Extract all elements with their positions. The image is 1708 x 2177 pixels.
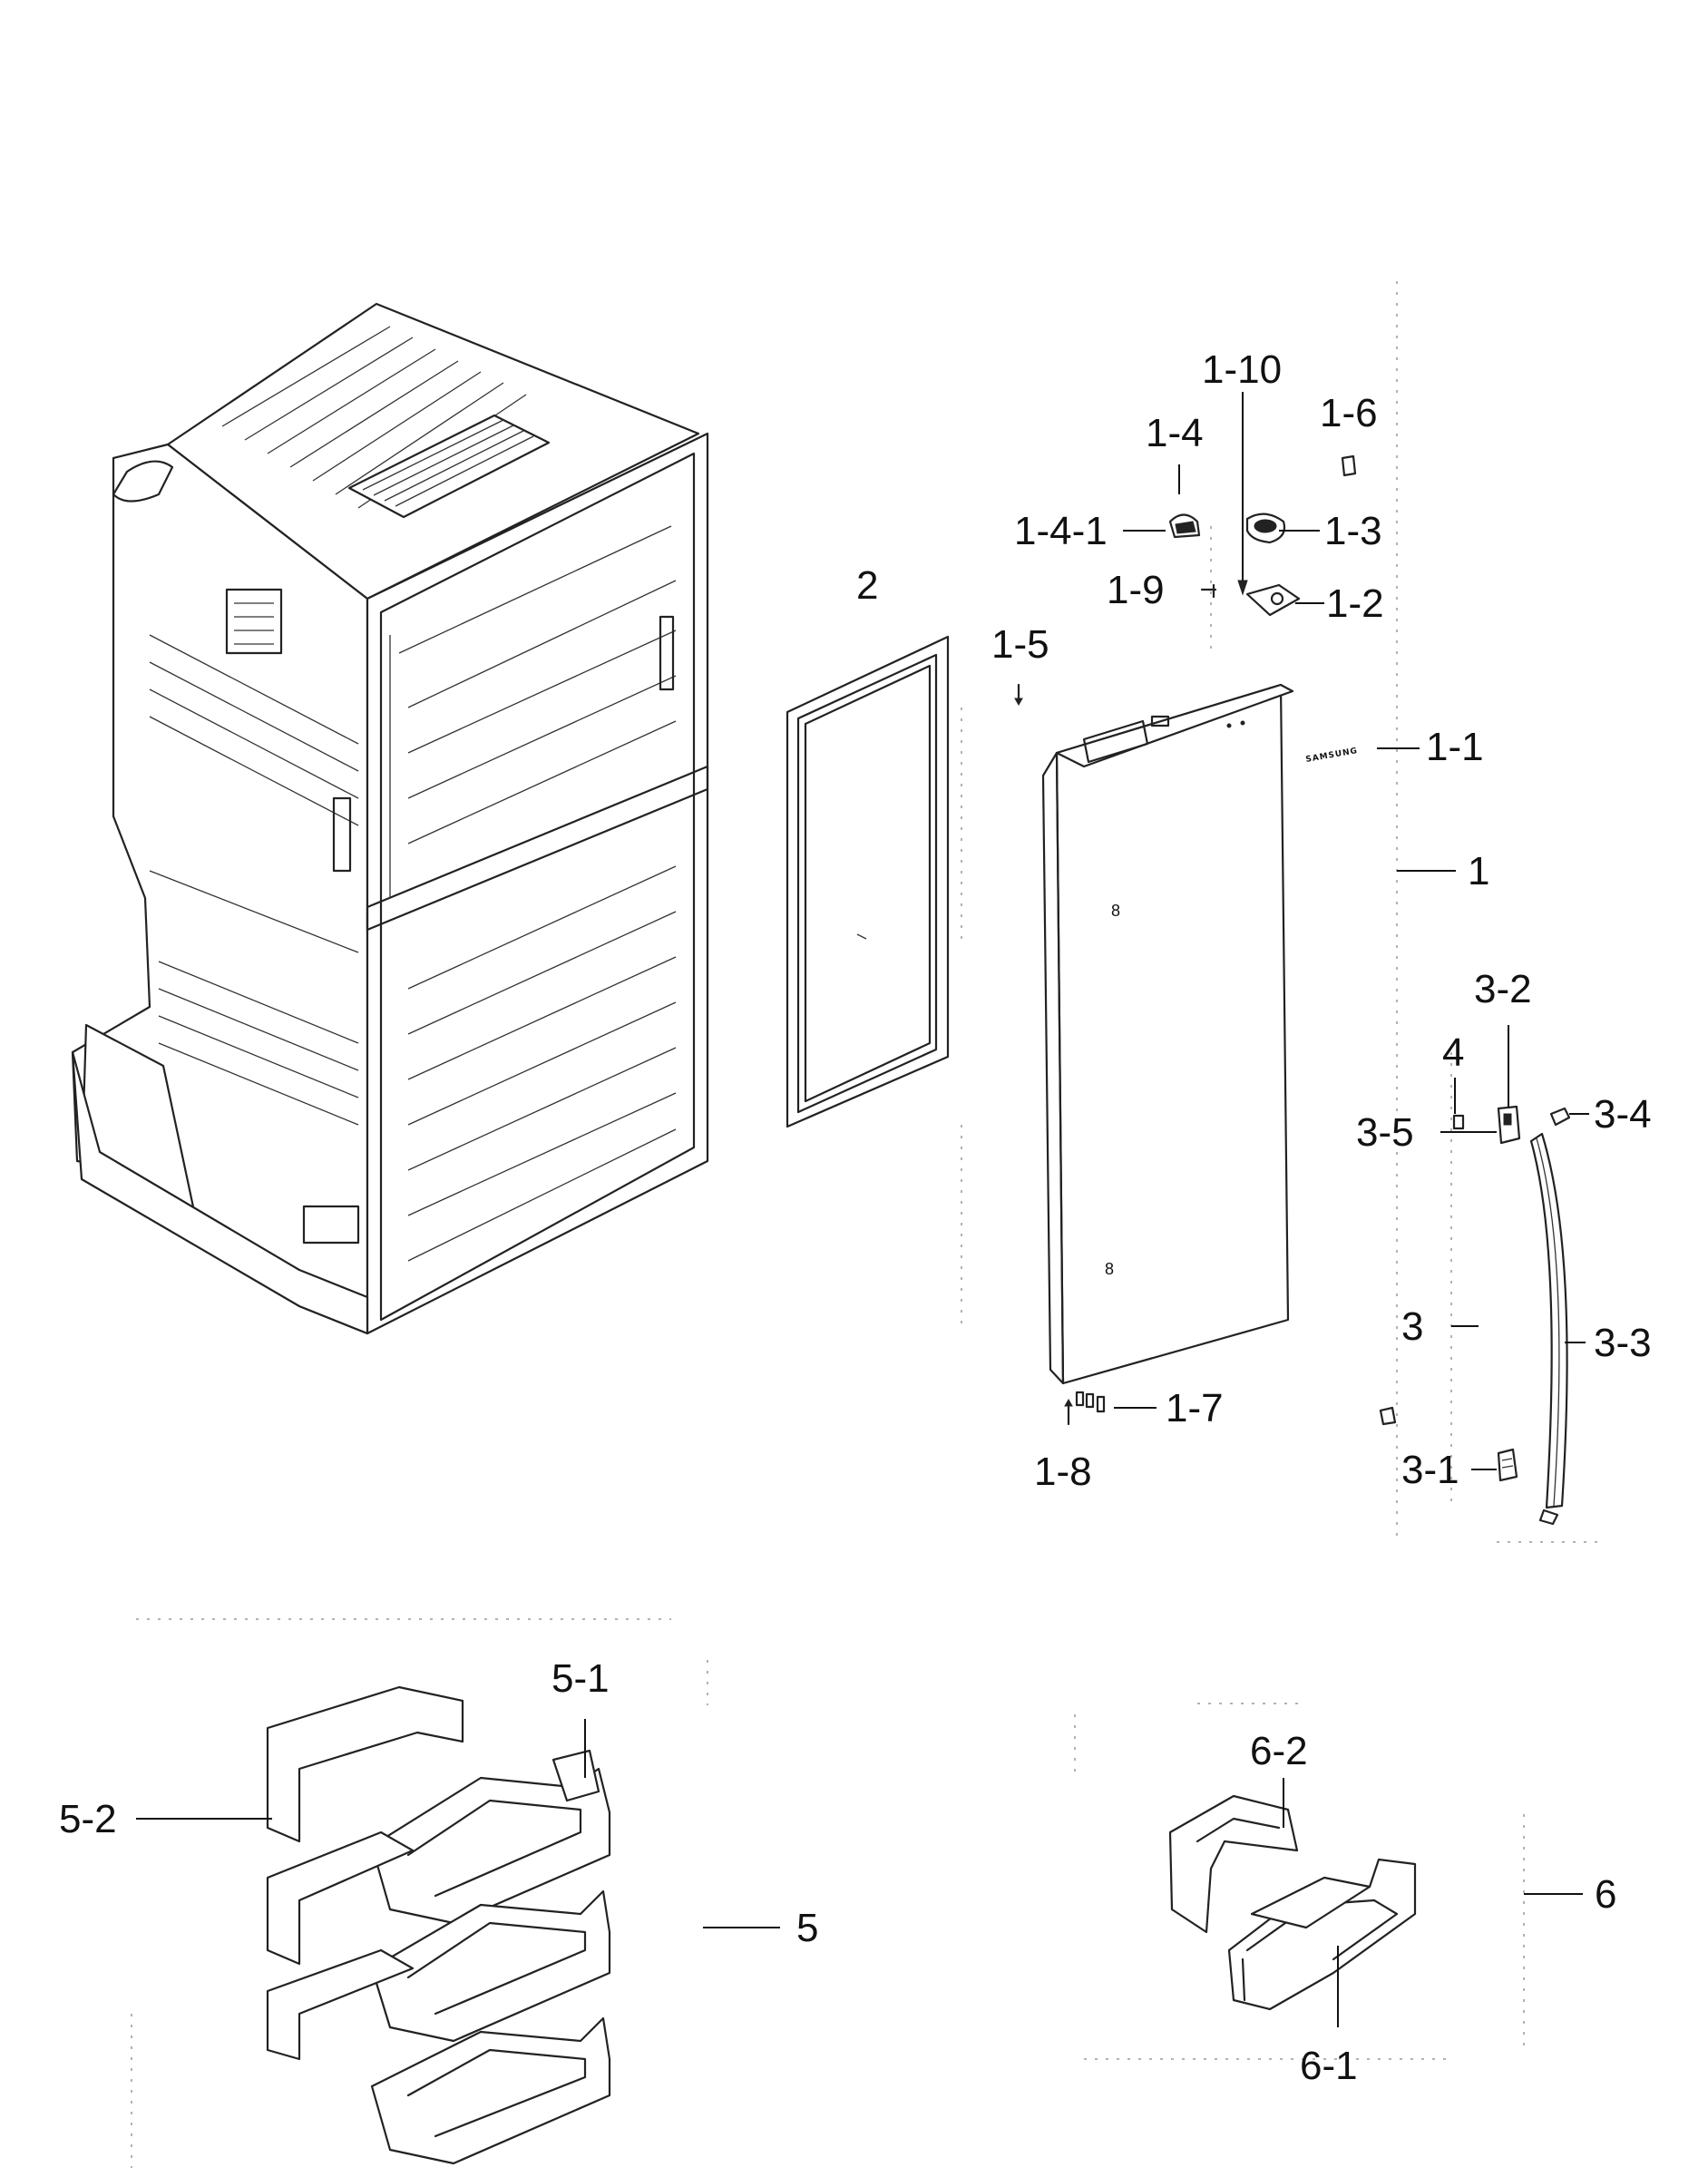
construction-lines — [131, 281, 1606, 2168]
door-marking-lower: 8 — [1105, 1260, 1114, 1278]
door-bin-set — [266, 1685, 611, 2165]
door-marking-upper: 8 — [1111, 902, 1120, 920]
callout-1-1: 1-1 — [1426, 725, 1484, 769]
callout-1-3: 1-3 — [1324, 509, 1382, 553]
callout-1-4-1: 1-4-1 — [1014, 509, 1108, 553]
callout-6-2: 6-2 — [1250, 1729, 1308, 1773]
callout-3-3: 3-3 — [1594, 1321, 1652, 1365]
callout-3-2: 3-2 — [1474, 967, 1532, 1011]
door-logo: SAMSUNG — [1305, 747, 1359, 765]
callout-6-1: 6-1 — [1300, 2044, 1358, 2088]
callout-1-4: 1-4 — [1146, 411, 1204, 455]
callout-5-2: 5-2 — [59, 1797, 117, 1841]
callout-1-6: 1-6 — [1320, 391, 1378, 435]
callout-3: 3 — [1401, 1304, 1423, 1349]
dairy-bin-set — [1168, 1794, 1417, 2011]
refrigerator-door: 8 8 — [1041, 683, 1294, 1385]
callout-5: 5 — [796, 1906, 818, 1950]
leader-lines — [136, 392, 1589, 2027]
door-gasket — [786, 635, 950, 1128]
callout-3-5: 3-5 — [1356, 1110, 1414, 1155]
callout-5-1: 5-1 — [551, 1656, 610, 1701]
callout-1-2: 1-2 — [1326, 581, 1384, 626]
callout-1-5: 1-5 — [991, 622, 1049, 667]
callout-1: 1 — [1468, 849, 1489, 893]
handle-assembly — [1379, 1105, 1571, 1526]
callout-3-4: 3-4 — [1594, 1092, 1652, 1137]
callout-1-7: 1-7 — [1166, 1386, 1224, 1430]
callout-3-1: 3-1 — [1401, 1448, 1459, 1492]
callout-2: 2 — [856, 563, 878, 608]
callout-1-9: 1-9 — [1107, 568, 1165, 612]
callout-1-8: 1-8 — [1034, 1450, 1092, 1494]
refrigerator-cabinet — [71, 302, 709, 1335]
callout-4: 4 — [1442, 1030, 1464, 1075]
callout-6: 6 — [1595, 1872, 1616, 1917]
callout-labels: 1-10 1-6 1-4 1-4-1 1-3 1-9 1-2 2 1-5 1-1… — [59, 347, 1652, 2088]
callout-1-10: 1-10 — [1202, 347, 1282, 392]
